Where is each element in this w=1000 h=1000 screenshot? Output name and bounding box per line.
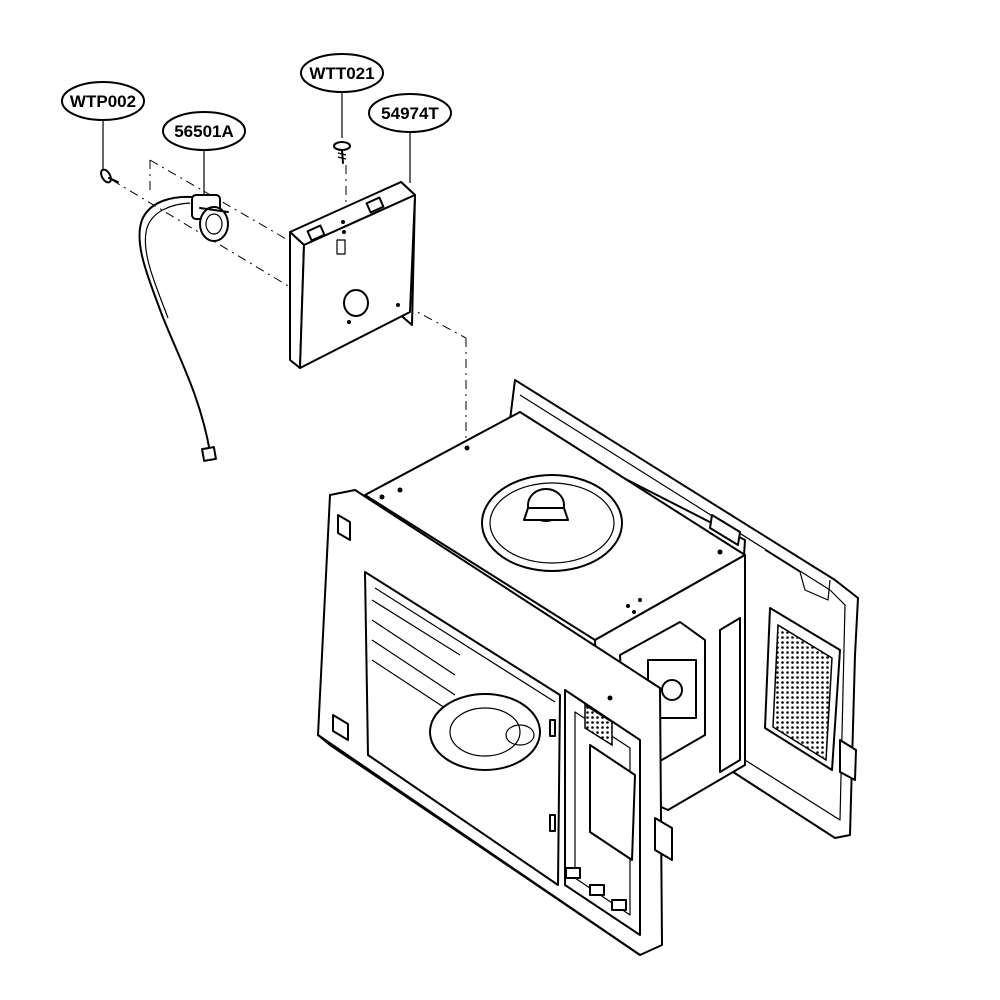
- screw-wtt021: [333, 141, 351, 164]
- callout-wtt021: WTT021: [300, 53, 384, 138]
- callout-label: 56501A: [174, 122, 234, 141]
- screw-wtp002: [100, 168, 119, 184]
- callout-label: WTT021: [309, 64, 374, 83]
- callout-label: WTP002: [70, 92, 136, 111]
- callout-54974t: 54974T: [368, 93, 452, 183]
- bracket-54974t: [289, 181, 416, 369]
- thermal-sensor-56501a: [138, 194, 229, 462]
- callout-label: 54974T: [381, 104, 439, 123]
- callout-56501a: 56501A: [162, 111, 246, 195]
- oven-cavity-assembly: [317, 379, 859, 956]
- callout-wtp002: WTP002: [61, 81, 145, 172]
